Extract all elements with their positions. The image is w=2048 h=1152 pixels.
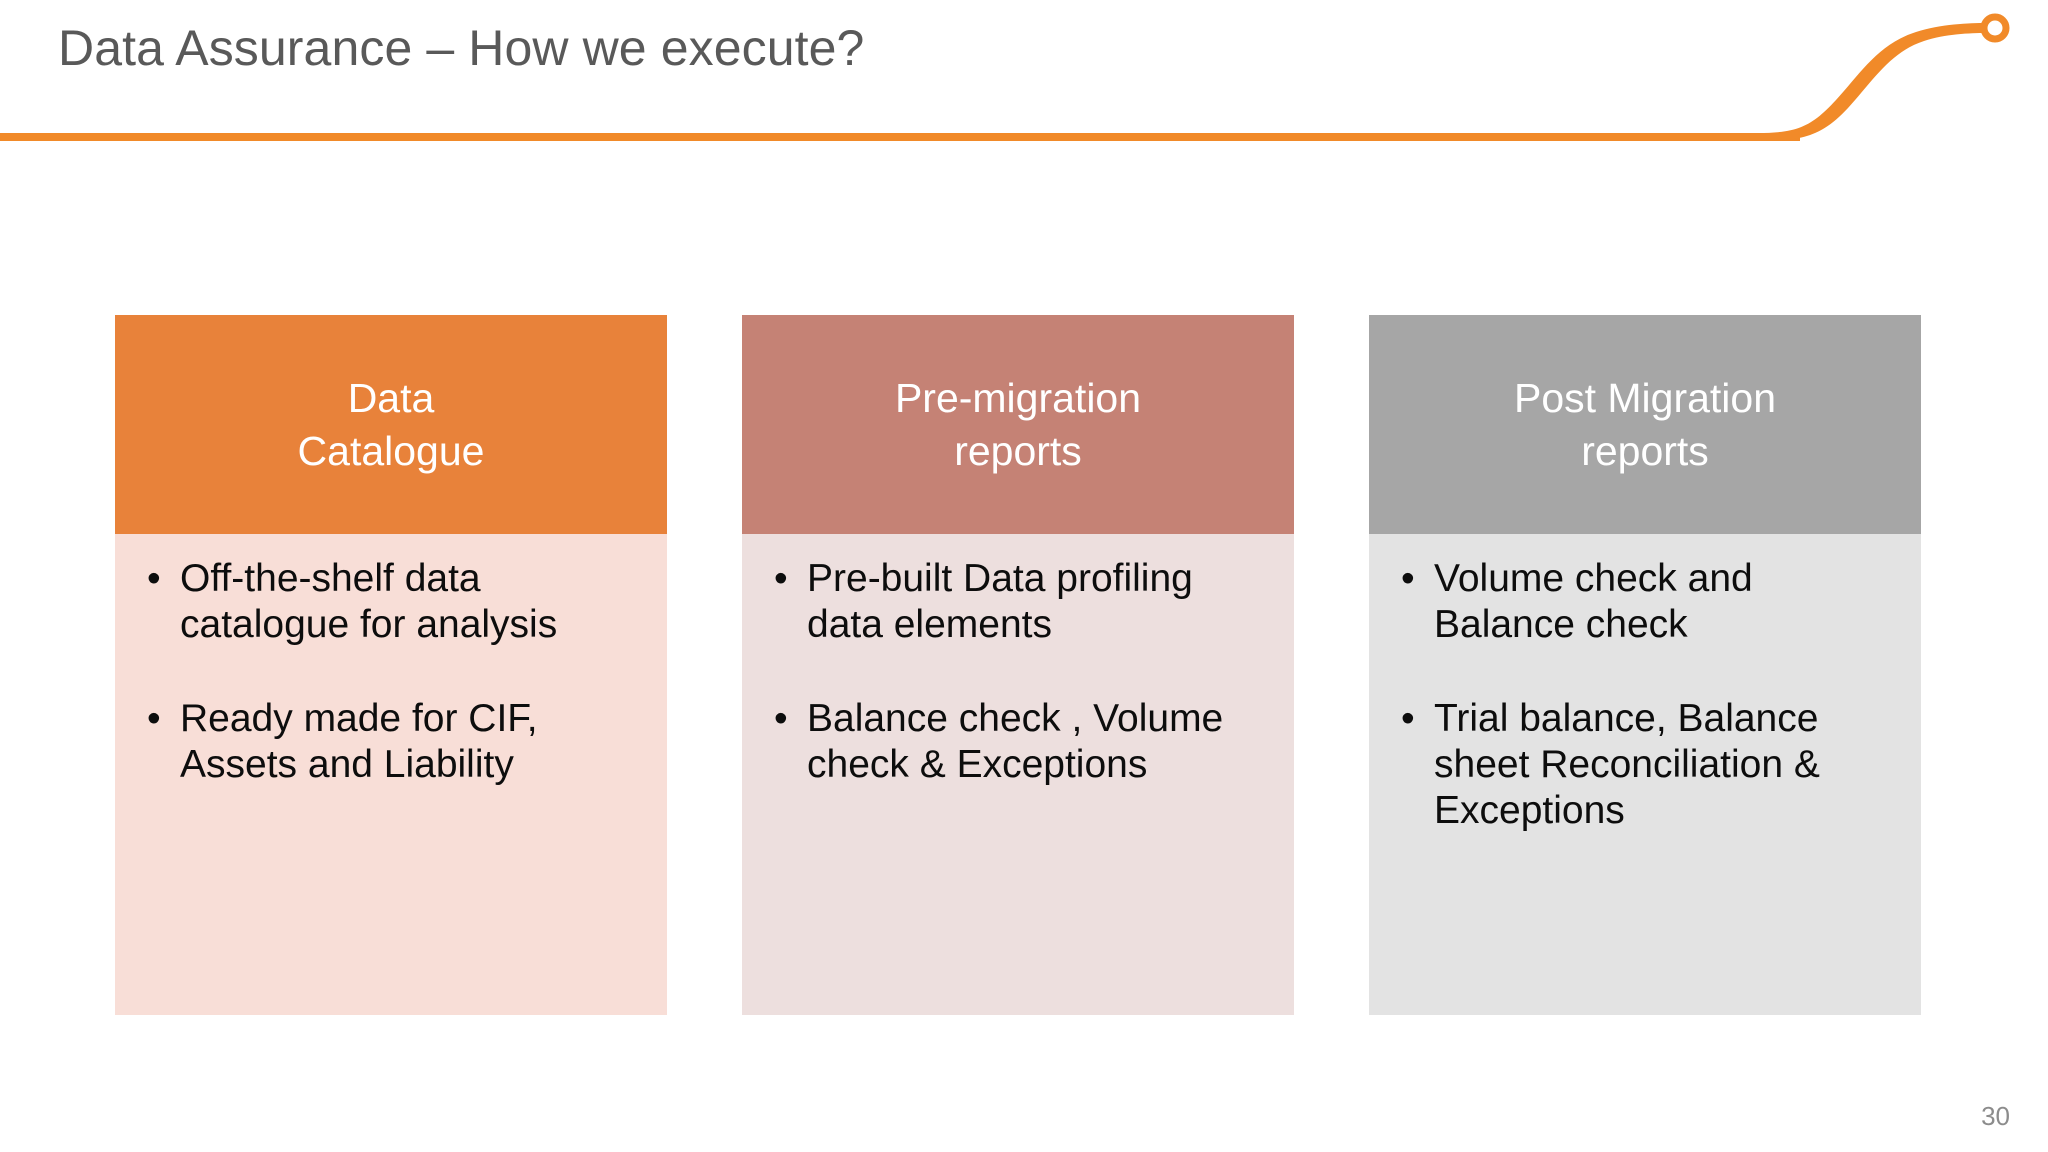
- page-title: Data Assurance – How we execute?: [58, 20, 865, 76]
- orange-header-rule: [0, 133, 1800, 141]
- slide-header: Data Assurance – How we execute?: [0, 0, 2048, 145]
- card-row: Data Catalogue • Off-the-shelf data cata…: [115, 315, 1921, 1015]
- bullet-dot-icon: •: [774, 697, 788, 741]
- card-data-catalogue[interactable]: Data Catalogue • Off-the-shelf data cata…: [115, 315, 667, 1015]
- swoosh-path: [1640, 23, 1986, 141]
- bullet-dot-icon: •: [147, 557, 161, 600]
- orange-swoosh-curve: [1640, 13, 2010, 141]
- card-body-data-catalogue: • Off-the-shelf data catalogue for analy…: [115, 534, 667, 1015]
- list-item-text: Off-the-shelf data catalogue for analysi…: [180, 557, 558, 647]
- bullet-dot-icon: •: [1401, 697, 1415, 741]
- list-item-text: Trial balance, Balance sheet Reconciliat…: [1434, 697, 1820, 833]
- card-header-pre-migration-reports: Pre-migration reports: [742, 315, 1294, 534]
- list-item: • Pre-built Data profiling data elements: [774, 556, 1268, 648]
- card-header-line-2: Catalogue: [297, 427, 485, 474]
- bullet-dot-icon: •: [147, 697, 161, 741]
- list-item: • Volume check and Balance check: [1401, 556, 1895, 648]
- orange-ring-endpoint: [1980, 13, 2010, 43]
- card-header-line-2: reports: [1581, 427, 1709, 474]
- card-body-pre-migration-reports: • Pre-built Data profiling data elements…: [742, 534, 1294, 1015]
- card-header-line-1: Data: [347, 375, 435, 422]
- card-header-data-catalogue: Data Catalogue: [115, 315, 667, 534]
- list-item-text: Ready made for CIF, Assets and Liability: [180, 697, 538, 787]
- list-item: • Balance check , Volume check & Excepti…: [774, 696, 1268, 788]
- card-header-text: Data Catalogue: [298, 372, 485, 477]
- list-item-text: Pre-built Data profiling data elements: [807, 557, 1193, 647]
- list-item: • Off-the-shelf data catalogue for analy…: [147, 556, 641, 648]
- card-header-line-1: Pre-migration: [894, 375, 1142, 422]
- page-number: 30: [1981, 1101, 2010, 1131]
- list-item: • Ready made for CIF, Assets and Liabili…: [147, 696, 641, 788]
- list-item-text: Volume check and Balance check: [1434, 557, 1753, 647]
- bullet-list: • Pre-built Data profiling data elements…: [774, 556, 1268, 788]
- list-item: • Trial balance, Balance sheet Reconcili…: [1401, 696, 1895, 834]
- card-body-post-migration-reports: • Volume check and Balance check • Trial…: [1369, 534, 1921, 1015]
- card-header-text: Post Migration reports: [1514, 372, 1776, 477]
- card-header-text: Pre-migration reports: [895, 372, 1141, 477]
- bullet-list: • Off-the-shelf data catalogue for analy…: [147, 556, 641, 788]
- card-header-line-2: reports: [954, 427, 1082, 474]
- bullet-dot-icon: •: [774, 557, 788, 600]
- bullet-list: • Volume check and Balance check • Trial…: [1401, 556, 1895, 834]
- bullet-dot-icon: •: [1401, 557, 1415, 600]
- card-post-migration-reports[interactable]: Post Migration reports • Volume check an…: [1369, 315, 1921, 1015]
- card-header-post-migration-reports: Post Migration reports: [1369, 315, 1921, 534]
- card-pre-migration-reports[interactable]: Pre-migration reports • Pre-built Data p…: [742, 315, 1294, 1015]
- list-item-text: Balance check , Volume check & Exception…: [807, 697, 1224, 787]
- card-header-line-1: Post Migration: [1513, 375, 1777, 422]
